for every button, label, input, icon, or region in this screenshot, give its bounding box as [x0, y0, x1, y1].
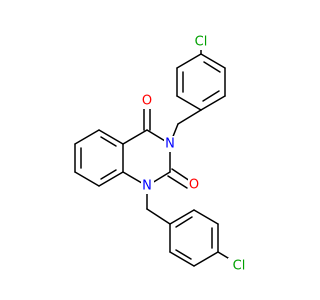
bond-inner — [175, 216, 193, 228]
bond — [193, 251, 219, 267]
bond — [200, 53, 226, 69]
bond — [74, 171, 100, 187]
bond — [169, 209, 195, 225]
bond-inner — [100, 169, 117, 180]
chlorine-label-top: Cl — [195, 35, 208, 50]
bond — [146, 208, 171, 225]
bond-inner — [202, 90, 220, 102]
bond — [217, 251, 229, 259]
nitrogen-label-3: N — [165, 137, 175, 152]
bond — [167, 175, 188, 189]
bond — [176, 53, 202, 69]
bond — [74, 129, 100, 145]
bond — [193, 209, 219, 225]
bond-layer — [74, 44, 229, 267]
bond — [177, 109, 202, 125]
chlorine-label-bottom: Cl — [233, 259, 246, 274]
label-background — [188, 177, 201, 193]
structure-diagram: Cl N O O N Cl — [74, 33, 250, 275]
bond-inner — [100, 136, 117, 147]
bond — [176, 95, 202, 111]
oxygen-label-4: O — [142, 94, 152, 109]
bond — [171, 168, 191, 182]
bond-inner — [203, 61, 221, 73]
bond — [122, 129, 148, 145]
bond — [200, 95, 226, 111]
label-background — [190, 33, 212, 50]
nitrogen-label-1: N — [142, 179, 152, 194]
bond — [169, 251, 195, 267]
bond-inner — [175, 249, 192, 260]
atom-label-layer: Cl N O O N Cl — [141, 33, 250, 275]
bond — [98, 129, 124, 145]
label-background — [141, 93, 154, 109]
label-background — [141, 178, 154, 194]
oxygen-label-2: O — [189, 178, 199, 193]
label-background — [164, 136, 177, 152]
label-background — [228, 258, 250, 275]
bond — [98, 171, 124, 187]
